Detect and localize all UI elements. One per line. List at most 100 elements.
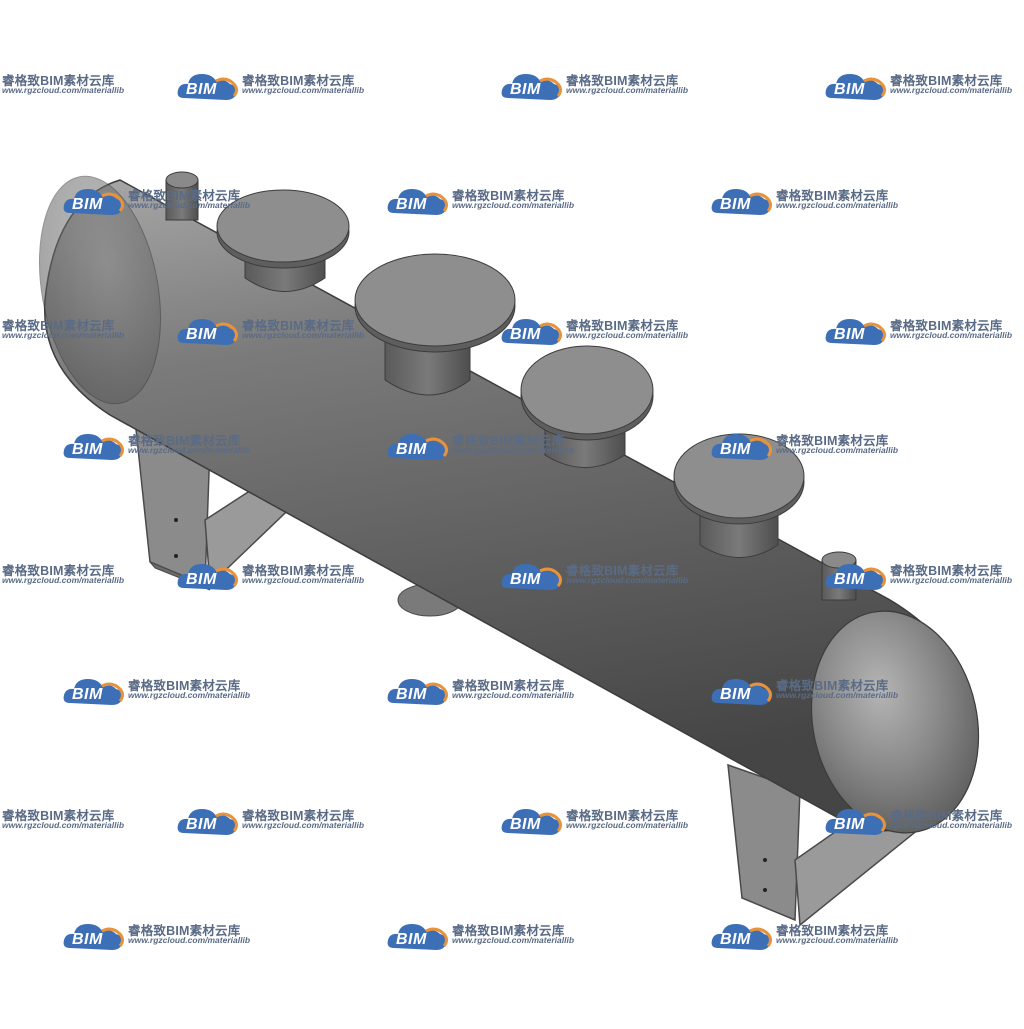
nozzle-3 xyxy=(520,345,654,468)
watermark-url: www.rgzcloud.com/materiallib xyxy=(566,575,689,585)
watermark-url: www.rgzcloud.com/materiallib xyxy=(776,690,899,700)
watermark-logo-text: BIM xyxy=(834,571,865,588)
watermark-url: www.rgzcloud.com/materiallib xyxy=(776,935,899,945)
nozzle-4 xyxy=(673,433,805,558)
watermark-logo-text: BIM xyxy=(72,931,103,948)
watermark-brand: 睿格致BIM素材云库 xyxy=(776,924,889,938)
watermark-url: www.rgzcloud.com/materiallib xyxy=(242,85,365,95)
watermark: BIM睿格致BIM素材云库www.rgzcloud.com/materialli… xyxy=(0,558,196,598)
watermark-url: www.rgzcloud.com/materiallib xyxy=(890,575,1013,585)
watermark-logo-text: BIM xyxy=(186,81,217,98)
watermark-brand: 睿格致BIM素材云库 xyxy=(566,74,679,88)
watermark-brand: 睿格致BIM素材云库 xyxy=(776,679,889,693)
nozzle-2 xyxy=(354,253,516,396)
watermark-logo-text: BIM xyxy=(720,686,751,703)
cloud-logo-icon xyxy=(711,434,772,460)
watermark-logo-text: BIM xyxy=(834,816,865,833)
cloud-logo-icon xyxy=(825,319,886,345)
cloud-logo-icon xyxy=(387,679,448,705)
watermark-brand: 睿格致BIM素材云库 xyxy=(2,809,115,823)
watermark: BIM睿格致BIM素材云库www.rgzcloud.com/materialli… xyxy=(0,313,196,353)
watermark-logo-text: BIM xyxy=(396,686,427,703)
watermark-url: www.rgzcloud.com/materiallib xyxy=(128,200,251,210)
watermark-logo-text: BIM xyxy=(510,571,541,588)
watermark-brand: 睿格致BIM素材云库 xyxy=(566,564,679,578)
cloud-logo-icon xyxy=(63,679,124,705)
watermark-logo-text: BIM xyxy=(72,441,103,458)
cloud-logo-icon xyxy=(63,189,124,215)
watermark-brand: 睿格致BIM素材云库 xyxy=(2,564,115,578)
watermark-brand: 睿格致BIM素材云库 xyxy=(566,319,679,333)
watermark-logo-text: BIM xyxy=(396,441,427,458)
watermark-url: www.rgzcloud.com/materiallib xyxy=(2,85,125,95)
watermark-url: www.rgzcloud.com/materiallib xyxy=(2,575,125,585)
watermark-brand: 睿格致BIM素材云库 xyxy=(890,564,1003,578)
watermark-brand: 睿格致BIM素材云库 xyxy=(776,434,889,448)
watermark-brand: 睿格致BIM素材云库 xyxy=(452,924,565,938)
cloud-logo-icon xyxy=(501,809,562,835)
watermark-url: www.rgzcloud.com/materiallib xyxy=(128,445,251,455)
watermark-url: www.rgzcloud.com/materiallib xyxy=(566,330,689,340)
watermark-brand: 睿格致BIM素材云库 xyxy=(2,74,115,88)
watermark-logo-text: BIM xyxy=(720,196,751,213)
watermark-url: www.rgzcloud.com/materiallib xyxy=(452,935,575,945)
watermark-url: www.rgzcloud.com/materiallib xyxy=(890,85,1013,95)
watermark-url: www.rgzcloud.com/materiallib xyxy=(452,690,575,700)
watermark-brand: 睿格致BIM素材云库 xyxy=(566,809,679,823)
cloud-logo-icon xyxy=(825,564,886,590)
watermark-brand: 睿格致BIM素材云库 xyxy=(242,74,355,88)
cloud-logo-icon xyxy=(387,434,448,460)
watermark-brand: 睿格致BIM素材云库 xyxy=(128,189,241,203)
cloud-logo-icon xyxy=(63,924,124,950)
watermark-url: www.rgzcloud.com/materiallib xyxy=(242,820,365,830)
watermark-url: www.rgzcloud.com/materiallib xyxy=(2,330,125,340)
watermark-logo-text: BIM xyxy=(834,81,865,98)
watermark-logo-text: BIM xyxy=(720,441,751,458)
watermark-brand: 睿格致BIM素材云库 xyxy=(890,319,1003,333)
watermark-brand: 睿格致BIM素材云库 xyxy=(776,189,889,203)
small-port-left xyxy=(165,171,199,221)
watermark-url: www.rgzcloud.com/materiallib xyxy=(776,200,899,210)
watermark-url: www.rgzcloud.com/materiallib xyxy=(2,820,125,830)
watermark-logo-text: BIM xyxy=(720,931,751,948)
watermark-logo-text: BIM xyxy=(72,686,103,703)
watermark-brand: 睿格致BIM素材云库 xyxy=(128,924,241,938)
cloud-logo-icon xyxy=(711,189,772,215)
watermark: BIM睿格致BIM素材云库www.rgzcloud.com/materialli… xyxy=(0,803,196,843)
cloud-logo-icon xyxy=(501,319,562,345)
watermark-url: www.rgzcloud.com/materiallib xyxy=(566,85,689,95)
cloud-logo-icon xyxy=(711,679,772,705)
cloud-logo-icon xyxy=(711,924,772,950)
cloud-logo-icon xyxy=(501,564,562,590)
cloud-logo-icon xyxy=(177,74,238,100)
vessel-body xyxy=(38,175,980,834)
watermark-logo-text: BIM xyxy=(834,326,865,343)
watermark-url: www.rgzcloud.com/materiallib xyxy=(452,445,575,455)
right-end-cap xyxy=(810,610,980,834)
left-end-cap xyxy=(38,175,162,405)
watermark-url: www.rgzcloud.com/materiallib xyxy=(776,445,899,455)
cloud-logo-icon xyxy=(177,809,238,835)
cloud-logo-icon xyxy=(501,74,562,100)
cloud-logo-icon xyxy=(387,924,448,950)
watermark-logo-text: BIM xyxy=(510,816,541,833)
cloud-logo-icon xyxy=(177,319,238,345)
watermark-brand: 睿格致BIM素材云库 xyxy=(2,319,115,333)
